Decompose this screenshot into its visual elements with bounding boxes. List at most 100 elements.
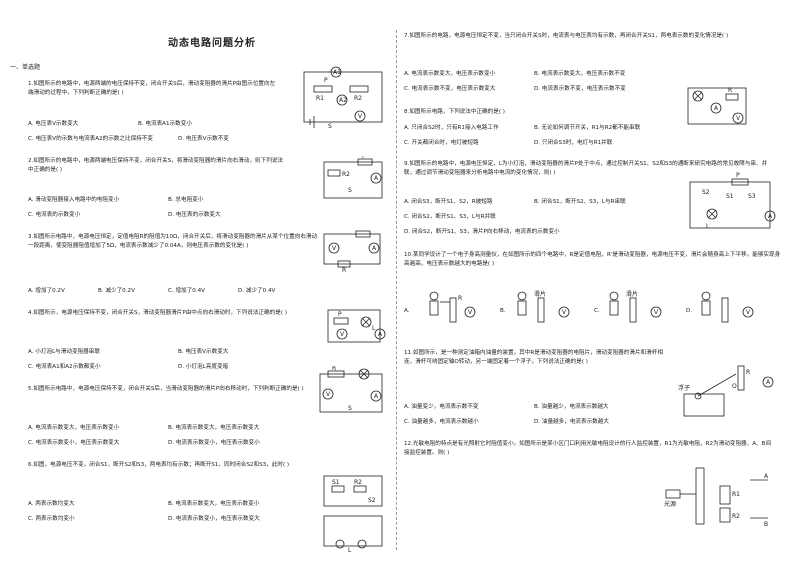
q8-option-c: C. 开关都闭合时，电灯被短路 [404, 140, 479, 146]
question-4-text: 4.如图所示，电源电压保持不变，闭合开关S，滑动变阻器滑片P由中点向右滑动时，下… [28, 310, 287, 316]
page-title: 动态电路问题分析 [168, 38, 256, 49]
svg-text:R: R [332, 366, 336, 372]
svg-text:B: B [764, 521, 768, 528]
svg-text:R: R [728, 87, 732, 94]
svg-text:A: A [766, 379, 771, 386]
q10-option-d-figure: V [701, 291, 754, 323]
q10-option-a: A. [404, 308, 410, 314]
q5-circuit-figure: R V A S [319, 366, 383, 413]
q5-option-a: A. 电流表示数变大，电压表示数变小 [28, 425, 120, 431]
svg-text:V: V [654, 309, 659, 316]
q11-option-d: D. 油量越多，电流表示数越大 [534, 419, 609, 425]
q6-circuit-figure: S1 R2 S2 L [323, 475, 383, 552]
svg-text:V: V [340, 331, 345, 338]
q9-option-b: B. 闭合S1，断开S2、S3，L与R串联 [534, 199, 626, 205]
q6-option-b: B. 电流表示数变大，电压表示数变小 [168, 501, 260, 507]
q6-option-a: A. 两表示数均变大 [28, 501, 75, 507]
svg-text:P: P [736, 172, 740, 179]
q4-option-d: D. 小灯泡L亮度变暗 [178, 364, 229, 370]
svg-text:S1: S1 [726, 193, 734, 200]
svg-text:R: R [342, 267, 346, 272]
question-9-text: 9.如图所示的电路中，电源电压恒定，L为小灯泡，滑动变阻器的滑片P处于中点，通过… [404, 161, 768, 176]
question-2-text: 2.如图所示的电路中，电源两端电压保持不变，闭合开关S，将滑动变阻器的滑片向右滑… [28, 158, 284, 173]
q1-option-b: B. 电流表A1示数变小 [138, 121, 192, 127]
question-6-text: 6.如图，电源电压不变，闭合S1，断开S2和S3，两电表均有示数；再断开S1，同… [28, 462, 290, 468]
q10-option-d: D. [686, 308, 693, 314]
svg-text:L: L [372, 325, 376, 332]
svg-text:A: A [768, 213, 773, 220]
q4-option-a: A. 小灯泡L与滑动变阻器串联 [28, 349, 100, 355]
svg-text:A2: A2 [339, 97, 347, 104]
svg-text:滑片: 滑片 [626, 290, 638, 298]
svg-text:S: S [348, 405, 352, 412]
column-divider [396, 30, 397, 550]
svg-text:R2: R2 [342, 171, 350, 178]
svg-text:V: V [562, 309, 567, 316]
question-5-text: 5.如图所示电路中，电源电压保持不变，闭合开关S后，当滑动变阻器的滑片P向右移动… [28, 386, 304, 392]
svg-text:V: V [468, 309, 473, 316]
q4-option-c: C. 电流表A1和A2示数都变小 [28, 364, 101, 370]
question-12-text: 12.光敏电阻的特点是有光照射它时阻值变小。如图所示是某小区门口利用光敏电阻设计… [404, 441, 772, 456]
q7-option-b: B. 电流表示数变大，电压表示数不变 [534, 71, 626, 77]
svg-text:V: V [332, 245, 337, 252]
q2-option-c: C. 电流表的示数变小 [28, 212, 81, 218]
q9-option-a: A. 闭合S3，断开S1、S2，R被短路 [404, 199, 493, 205]
q9-circuit-figure: P S2 S1 S3 L A [689, 172, 776, 230]
svg-text:A: A [714, 105, 719, 112]
q8-option-b: B. 无论如何调节开关，R1与R2都不能串联 [534, 125, 641, 131]
q2-circuit-figure: P R2 A S [323, 156, 383, 199]
q3-option-a: A. 增加了0.2V [28, 288, 65, 294]
svg-text:V: V [358, 113, 363, 120]
svg-text:L: L [348, 547, 352, 552]
svg-text:S3: S3 [748, 193, 756, 200]
svg-text:R1: R1 [316, 95, 324, 102]
q11-option-c: C. 油量越多，电流表示数越小 [404, 419, 479, 425]
q1-circuit-figure: A1 R1 R2 A2 V S P [303, 66, 383, 130]
question-11-text: 11.如图所示，是一种测定油箱内油量的装置，其中R是滑动变阻器的电阻片，滑动变阻… [404, 350, 663, 365]
question-1-text: 1.如图所示的电路中，电源两端的电压保持不变，闭合开关S后，滑动变阻器的滑片P由… [28, 81, 276, 96]
q7-option-c: C. 电流表示数不变，电压表示数变大 [404, 86, 496, 92]
svg-text:R2: R2 [354, 479, 362, 486]
svg-text:光源: 光源 [664, 500, 676, 508]
svg-text:A: A [378, 331, 383, 338]
q1-option-d: D. 电压表V示数不变 [178, 136, 229, 142]
q9-option-d: D. 闭合S2，断开S1、S3，滑片P向右移动，电流表的示数变小 [404, 229, 560, 235]
question-10-text: 10.某同学设计了一个电子身高测量仪，在如图所示的四个电路中，R是定值电阻，R'… [404, 252, 781, 267]
svg-text:V: V [746, 309, 751, 316]
question-3-text: 3.如图所示电路中，电源电压恒定，定值电阻R的阻值为10Ω，闭合开关后，将滑动变… [28, 234, 318, 249]
svg-text:A: A [372, 245, 377, 252]
q3-option-b: B. 减少了0.2V [98, 288, 135, 294]
q5-option-c: C. 电流表示数变小，电压表示数变大 [28, 440, 120, 446]
q10-option-b: B. [500, 308, 506, 314]
q6-option-d: D. 电流表示数变小，电压表示数变大 [168, 516, 260, 522]
q4-option-b: B. 电压表V示数变大 [178, 349, 229, 355]
q6-option-c: C. 两表示数均变小 [28, 516, 75, 522]
svg-text:A: A [374, 393, 379, 400]
q10-option-c-figure: 滑片 V [609, 290, 662, 323]
q11-option-a: A. 油量变少，电流表示数不变 [404, 404, 479, 410]
svg-text:R: R [746, 369, 750, 376]
q2-option-b: B. 总电阻变小 [168, 197, 204, 203]
svg-text:V: V [326, 391, 331, 398]
svg-text:P: P [324, 77, 328, 84]
q9-option-c: C. 闭合S2，断开S1、S3，L与R并联 [404, 214, 496, 220]
q11-option-b: B. 油量越少，电流表示数越大 [534, 404, 609, 410]
question-8-text: 8.如图所示电路，下列说法中正确的是( ) [404, 109, 505, 115]
svg-text:浮子: 浮子 [678, 384, 690, 392]
q8-option-d: D. 只闭合S3时，电灯与R1并联 [534, 140, 613, 146]
q5-option-b: B. 电流表示数变大，电压表示数变大 [168, 425, 260, 431]
q8-option-a: A. 只闭合S2时，只有R1接入电路工作 [404, 125, 499, 131]
q7-circuit-figure: R A V [687, 87, 747, 125]
question-7-text: 7.如图所示的电路，电源电压恒定不变，当只闭合开关S时，电流表与电压表均有示数，… [404, 33, 729, 39]
svg-text:S: S [348, 187, 352, 194]
svg-text:O: O [732, 383, 737, 390]
svg-text:S1: S1 [332, 479, 340, 486]
svg-text:滑片: 滑片 [534, 290, 546, 298]
q2-option-d: D. 电压表的示数变大 [168, 212, 221, 218]
svg-text:L: L [706, 223, 710, 230]
q3-option-c: C. 增加了0.4V [168, 288, 205, 294]
q10-option-a-figure: R V [429, 291, 476, 323]
q4-circuit-figure: P L V A [327, 309, 386, 343]
svg-text:P: P [362, 156, 366, 160]
